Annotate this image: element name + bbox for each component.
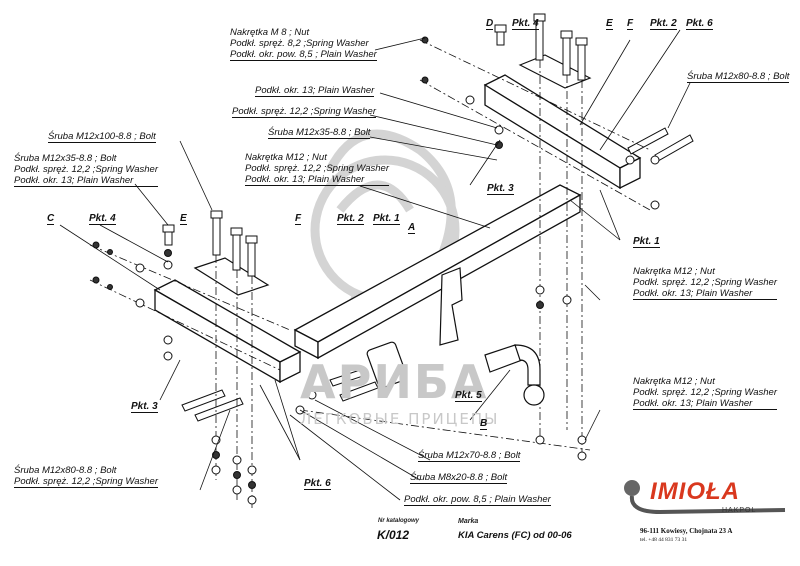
tag-D: D [486,18,494,30]
left-side-member-C [153,279,302,384]
label-line: Nakrętka M12 ; Nut [633,266,715,277]
watermark-tagline: ЛЕГКОВЫЕ ПРИЦЕПЫ [300,410,500,428]
catalog-number: K/012 [377,528,410,542]
tag-pkt5: Pkt. 5 [455,390,482,402]
label-bolt-m12x35: Śruba M12x35-8.8 ; Bolt [268,127,371,139]
label-line: Podkł. spręż. 12,2 ;Spring Washer [633,387,777,398]
label-bolt-m8x20: Śruba M8x20-8.8 ; Bolt [410,472,508,484]
label-line: Nakrętka M 8 ; Nut [230,27,310,38]
manufacturer-address: 96-111 Kowiesy, Chojnata 23 A [640,527,733,535]
tag-F-right: F [627,18,634,30]
label-line: Podkł. spręż. 12,2 ;Spring Washer [633,277,777,288]
vehicle-model: KIA Carens (FC) od 00-06 [458,530,572,541]
label-bolt-m12x100: Śruba M12x100-8.8 ; Bolt [48,131,156,143]
tag-pkt2-left: Pkt. 2 [337,213,364,225]
tag-pkt3-left: Pkt. 3 [131,401,158,413]
label-line: Podkł. okr. 13; Plain Washer [633,288,777,300]
label-line: Nakrętka M12 ; Nut [245,152,327,163]
label-plain-washer-8-5: Podkł. okr. pow. 8,5 ; Plain Washer [404,494,551,506]
tow-ball-logo-icon [624,480,640,496]
label-plain-washer-13: Podkł. okr. 13; Plain Washer [255,85,375,97]
label-bolt-m12x80-right: Śruba M12x80-8.8 ; Bolt [687,71,790,83]
label-line: Śruba M12x80-8.8 ; Bolt [14,465,117,476]
vertical-bolts [162,13,588,277]
tow-ball-B [484,344,545,406]
label-left-bolt-group: Śruba M12x35-8.8 ; Bolt Podkł. spręż. 12… [14,153,158,187]
tag-F-left: F [295,213,302,225]
tag-pkt1-right: Pkt. 1 [633,236,660,248]
tag-pkt1-top: Pkt. 1 [373,213,400,225]
tag-pkt4-right: Pkt. 4 [512,18,539,30]
manufacturer-sub: HAKPOL [722,507,757,514]
label-bolt-m12x80-left: Śruba M12x80-8.8 ; Bolt Podkł. spręż. 12… [14,465,158,488]
tag-B: B [480,418,488,430]
tag-pkt6-left: Pkt. 6 [304,478,331,490]
label-line: Śruba M12x35-8.8 ; Bolt [14,153,117,164]
label-nut-m12-center: Nakrętka M12 ; Nut Podkł. spręż. 12,2 ;S… [245,152,389,186]
label-line: Podkł. okr. 13; Plain Washer [14,175,158,187]
tag-pkt3-right: Pkt. 3 [487,183,514,195]
leader-lines [59,29,691,501]
tag-E-left: E [180,213,187,225]
catalog-label: Nr katalogowy [378,518,420,524]
right-side-member-D [483,74,642,190]
label-line: Podkł. okr. pow. 8,5 ; Plain Washer [230,49,377,61]
label-nut-m12-right-upper: Nakrętka M12 ; Nut Podkł. spręż. 12,2 ;S… [633,266,777,300]
label-bolt-m12x70: Śruba M12x70-8.8 ; Bolt [418,450,521,462]
tag-pkt4-left: Pkt. 4 [89,213,116,225]
label-line: Nakrętka M12 ; Nut [633,376,715,387]
tag-A: A [408,222,416,234]
socket-bracket [366,267,463,389]
tag-E-right: E [606,18,613,30]
label-spring-washer-12: Podkł. spręż. 12,2 ;Spring Washer [232,106,376,118]
left-mount-plate [193,257,270,296]
manufacturer-phone: tel. +48 44 831 73 31 [640,537,688,543]
tag-C: C [47,213,55,225]
washers-and-nuts [92,36,660,505]
label-line: Podkł. spręż. 12,2 ;Spring Washer [245,163,389,174]
label-line: Podkł. okr. 13; Plain Washer [633,398,777,410]
watermark-brand: АРИБА [300,355,489,409]
label-nut-m8: Nakrętka M 8 ; Nut Podkł. spręż. 8,2 ;Sp… [230,27,377,61]
tag-pkt2-top: Pkt. 2 [650,18,677,30]
brand-label: Marka [458,518,479,525]
label-line: Podkł. spręż. 8,2 ;Spring Washer [230,38,369,49]
manufacturer-name: IMIOŁA [650,478,740,505]
label-line: Podkł. spręż. 12,2 ;Spring Washer [14,164,158,175]
imiola-logo-swoosh [624,480,786,515]
label-nut-m12-right-lower: Nakrętka M12 ; Nut Podkł. spręż. 12,2 ;S… [633,376,777,410]
tag-pkt6-right: Pkt. 6 [686,18,713,30]
horizontal-bolts [181,127,694,422]
label-line: Podkł. spręż. 12,2 ;Spring Washer [14,476,158,488]
label-line: Podkł. okr. 13; Plain Washer [245,174,389,186]
